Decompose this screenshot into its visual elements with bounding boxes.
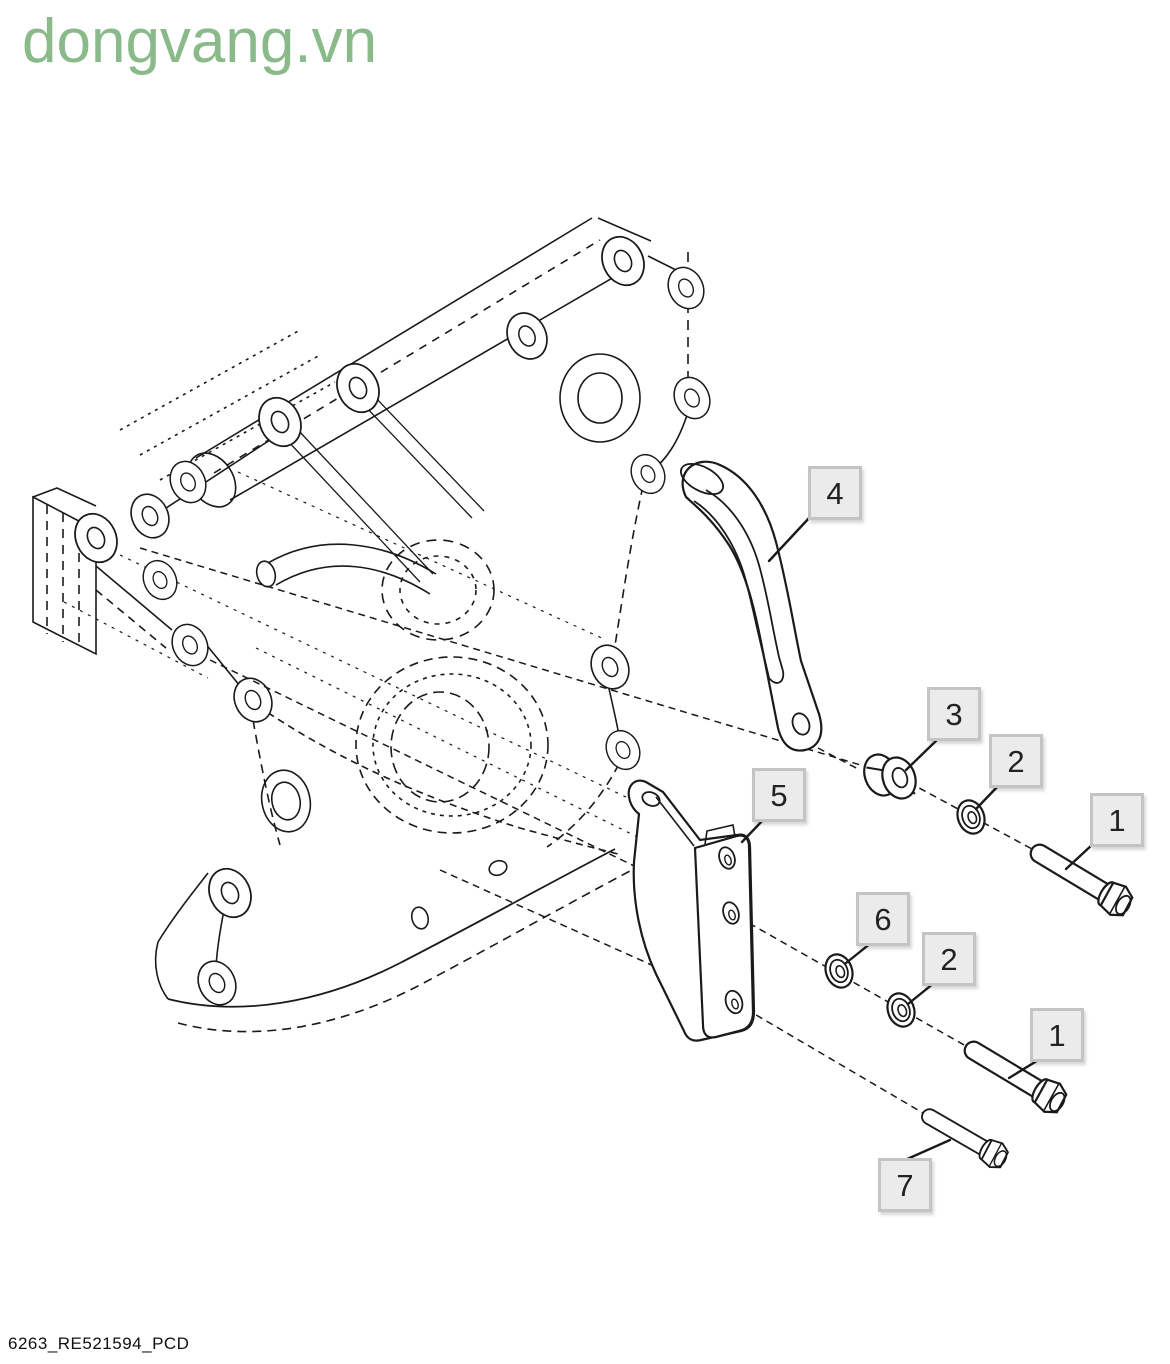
callout-2-box[interactable]: 2 (989, 734, 1043, 788)
callout-6-box[interactable]: 6 (856, 892, 910, 946)
part-4-curved-brace (680, 460, 823, 752)
leader-line-1 (1064, 842, 1095, 871)
part-2-washer-lower (881, 988, 921, 1032)
callout-leader-lines (740, 515, 1095, 1162)
callout-2-box[interactable]: 2 (922, 932, 976, 986)
callout-3-box[interactable]: 3 (927, 687, 981, 741)
callout-5-box[interactable]: 5 (752, 768, 806, 822)
drawing-reference-code: 6263_RE521594_PCD (8, 1334, 190, 1353)
assembly-axis-lines (139, 547, 1033, 1114)
part-3-spacer (857, 743, 923, 810)
callout-1-box[interactable]: 1 (1030, 1008, 1084, 1062)
part-5-mounting-bracket (627, 779, 756, 1042)
leader-line-4 (767, 515, 812, 563)
callout-7-box[interactable]: 7 (878, 1158, 932, 1212)
leader-line-1 (1007, 1057, 1042, 1080)
site-watermark: dongvang.vn (22, 7, 378, 76)
leader-line-3 (904, 736, 941, 772)
engine-housing-drawing (32, 217, 718, 1033)
leader-line-2 (974, 783, 1001, 811)
part-1-bolt-upper (1022, 834, 1139, 923)
leader-line-2 (906, 981, 936, 1006)
leader-line-6 (844, 941, 873, 965)
callout-4-box[interactable]: 4 (808, 466, 862, 520)
leader-line-5 (740, 817, 766, 844)
leader-line-7 (903, 1138, 952, 1162)
part-6-washer (819, 949, 859, 993)
callout-1-box[interactable]: 1 (1090, 793, 1144, 847)
